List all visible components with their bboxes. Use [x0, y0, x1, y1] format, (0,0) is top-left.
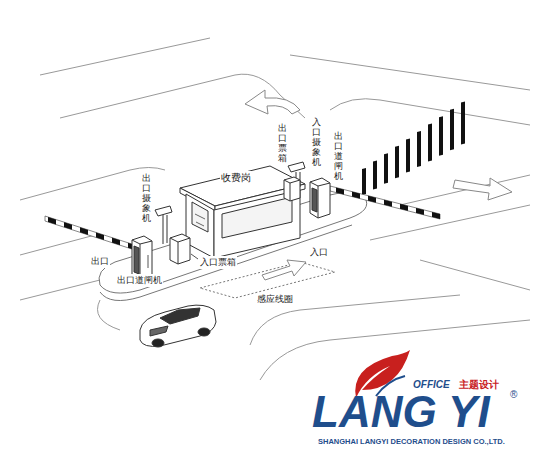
fence-bar — [461, 101, 465, 144]
fence-bar — [406, 138, 410, 172]
loop-label: 感应线圈 — [256, 293, 294, 306]
fence-bar — [362, 168, 366, 195]
fence-bar — [373, 161, 377, 190]
fence-bar — [450, 109, 454, 150]
ticket-box-label: 入口票箱 — [199, 256, 237, 269]
logo-office: OFFICE — [413, 379, 450, 390]
fence-bar — [395, 146, 399, 178]
ticket-box-label: 出口票箱 — [278, 124, 287, 164]
fence-bar — [439, 116, 443, 156]
barrier-label: 出口道闸机 — [334, 132, 343, 181]
fence-bar — [384, 153, 388, 184]
fence-bar — [417, 131, 421, 167]
booth-label: 收费岗 — [220, 171, 252, 185]
logo-wordmark: LANG YI — [312, 390, 490, 434]
barrier-label: 出口道闸机 — [116, 274, 163, 287]
exit-label: 出口 — [90, 255, 110, 268]
camera-label: 入口摄象机 — [312, 118, 321, 167]
fence-bar — [428, 124, 432, 162]
camera-label: 出口摄象机 — [142, 174, 151, 223]
logo-company: SHANGHAI LANGYI DECORATION DESIGN CO.,LT… — [318, 437, 505, 446]
entrance-label: 入口 — [309, 246, 329, 259]
logo-registered: ® — [510, 389, 517, 400]
